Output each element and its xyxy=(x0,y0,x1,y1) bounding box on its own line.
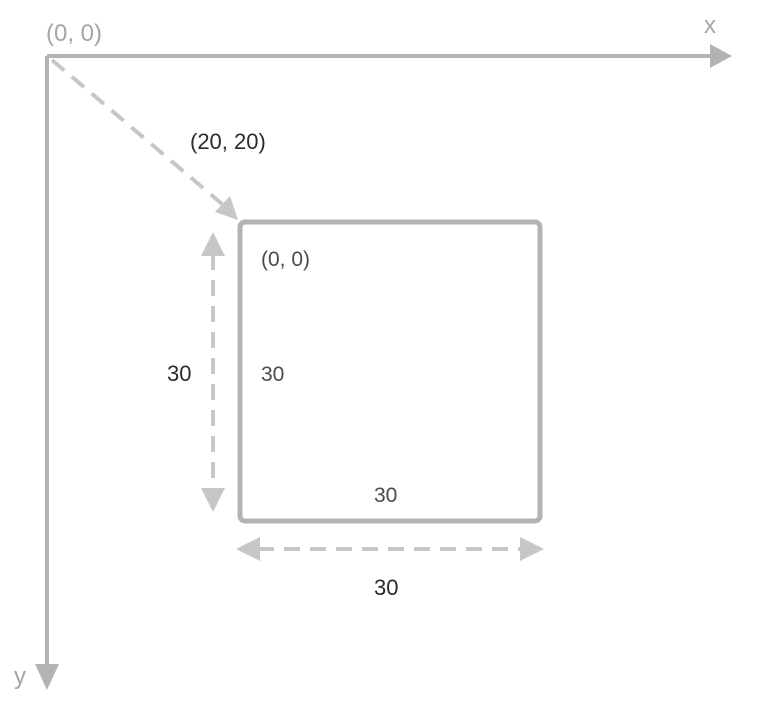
box-inner-height-label: 30 xyxy=(261,363,284,386)
offset-arrowhead xyxy=(215,196,238,220)
height-arrowhead-top xyxy=(201,232,225,256)
width-arrowhead-left xyxy=(236,537,260,561)
box-inner-width-label: 30 xyxy=(374,484,397,507)
y-axis-arrowhead xyxy=(35,664,59,690)
box-height-label: 30 xyxy=(167,361,191,386)
element-box xyxy=(237,219,543,524)
origin-label: (0, 0) xyxy=(46,20,102,47)
width-arrowhead-right xyxy=(520,537,544,561)
x-axis-arrowhead xyxy=(710,44,732,68)
box-origin-label: (0, 0) xyxy=(261,248,310,271)
y-axis-label: y xyxy=(14,663,26,690)
offset-label: (20, 20) xyxy=(190,129,266,154)
x-axis-label: x xyxy=(704,12,716,39)
box-width-label: 30 xyxy=(374,575,398,600)
height-arrowhead-bottom xyxy=(201,488,225,512)
offset-arrow xyxy=(50,58,224,206)
